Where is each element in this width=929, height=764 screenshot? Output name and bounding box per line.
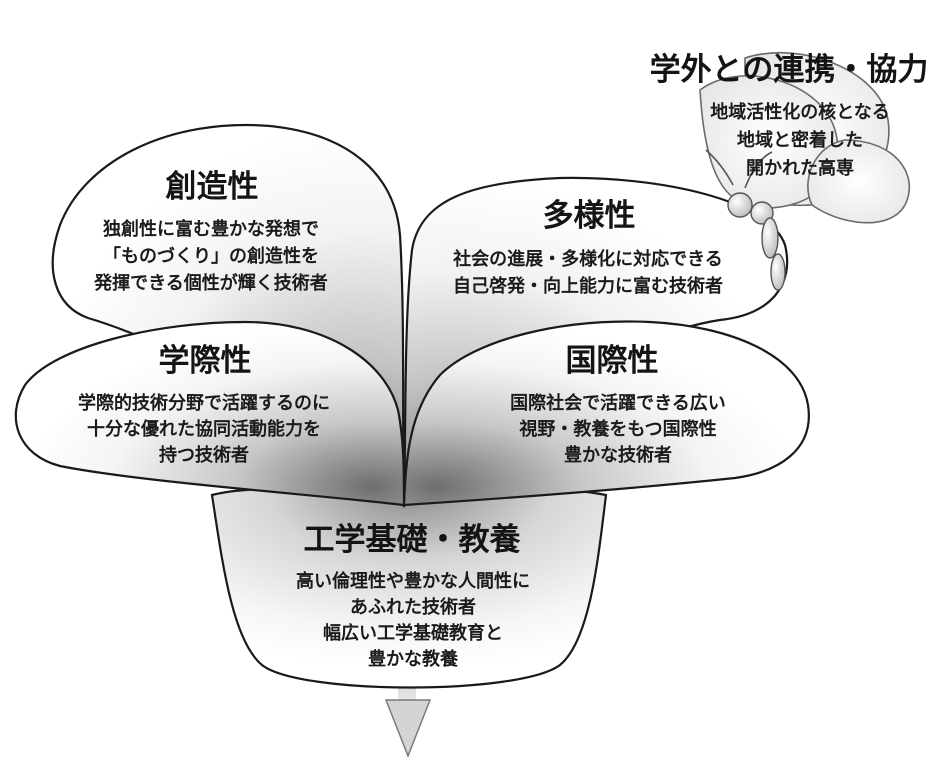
base-line: あふれた技術者: [350, 596, 476, 618]
creativity-line: 独創性に富む豊かな発想で: [103, 218, 319, 240]
interdisciplinary-line: 十分な優れた協同活動能力を: [87, 418, 321, 440]
international-line: 国際社会で活躍できる広い: [510, 392, 726, 414]
international-line: 豊かな技術者: [564, 444, 672, 466]
petal-interdisciplinary: [14, 320, 406, 507]
creativity-line: 発揮できる個性が輝く技術者: [93, 272, 328, 294]
interdisciplinary-title: 学際性: [159, 343, 252, 379]
interdisciplinary-line: 学際的技術分野で活躍するのに: [78, 392, 330, 414]
diversity-line: 自己啓発・向上能力に富む技術者: [453, 275, 723, 297]
butterfly-title: 学外との連携・協力: [650, 52, 929, 88]
petal-international: [402, 320, 810, 507]
butterfly-lower-wing: [807, 139, 911, 224]
creativity-title: 創造性: [166, 169, 259, 205]
international-line: 視野・教養をもつ国際性: [518, 418, 716, 440]
international-title: 国際性: [566, 343, 659, 379]
base-line: 高い倫理性や豊かな人間性に: [296, 570, 530, 592]
down-arrow-icon: [384, 699, 432, 759]
base-title: 工学基礎・教養: [304, 522, 522, 558]
base-line: 豊かな教養: [368, 648, 458, 670]
diversity-line: 社会の進展・多様化に対応できる: [453, 248, 723, 270]
creativity-line: 「ものづくり」の創造性を: [103, 245, 319, 267]
diversity-title: 多様性: [543, 198, 636, 234]
butterfly-line: 地域活性化の核となる: [710, 101, 889, 123]
base-line: 幅広い工学基礎教育と: [323, 622, 503, 644]
butterfly-icon: [699, 51, 911, 224]
butterfly-body: [705, 149, 786, 291]
butterfly-line: 開かれた高専: [746, 157, 854, 179]
interdisciplinary-line: 持つ技術者: [159, 444, 249, 466]
butterfly-line: 地域と密着した: [737, 129, 863, 151]
